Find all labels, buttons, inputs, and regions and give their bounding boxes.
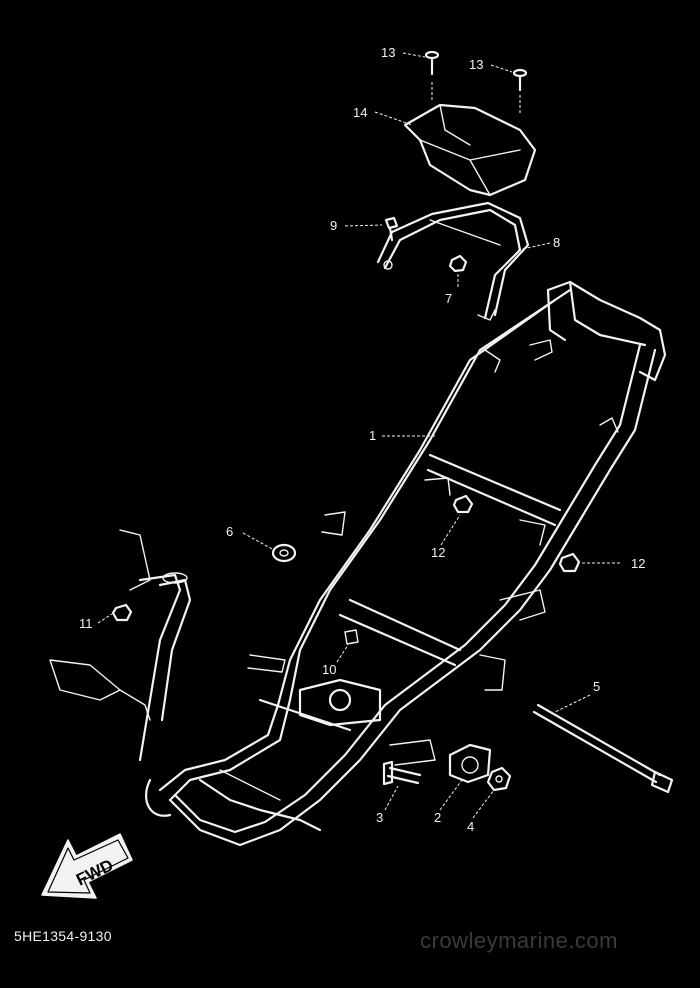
callout-12a: 12: [431, 545, 445, 560]
nut-12b: [558, 552, 581, 573]
callout-3: 3: [376, 810, 383, 825]
callout-10: 10: [322, 662, 336, 677]
callout-5: 5: [593, 679, 600, 694]
screw-13a: [424, 50, 440, 76]
callout-7: 7: [445, 291, 452, 306]
callout-13b: 13: [469, 57, 483, 72]
callout-8: 8: [553, 235, 560, 250]
bolt: [382, 760, 422, 786]
fastener-10: [344, 629, 359, 645]
callout-2: 2: [434, 810, 441, 825]
callout-6: 6: [226, 524, 233, 539]
long-bolt: [532, 703, 674, 794]
watermark: crowleymarine.com: [420, 928, 618, 953]
nut-7: [448, 254, 468, 273]
leader-lines: [97, 52, 620, 819]
nut-12a: [452, 494, 474, 514]
engine-mount-bracket: [448, 743, 492, 784]
callout-1: 1: [369, 428, 376, 443]
callout-14: 14: [353, 105, 367, 120]
nut: [486, 766, 512, 792]
bolt-9: [384, 216, 399, 242]
callouts: 13 13 14 9 8 7 1 6 12 12 11 10 5 3 2 4: [79, 45, 645, 834]
collar: [271, 543, 297, 563]
diagram-code: 5HE1354-9130: [14, 928, 112, 944]
callout-9: 9: [330, 218, 337, 233]
screw-13b: [512, 68, 528, 92]
bracket-cover: [403, 103, 537, 197]
callout-12b: 12: [631, 556, 645, 571]
callout-11: 11: [79, 616, 93, 631]
main-frame: [49, 280, 667, 847]
callout-13a: 13: [381, 45, 395, 60]
nut-small: [111, 603, 133, 622]
forward-arrow-icon: FWD: [41, 833, 133, 899]
callout-4: 4: [467, 819, 474, 834]
stay-bracket: [376, 201, 530, 321]
